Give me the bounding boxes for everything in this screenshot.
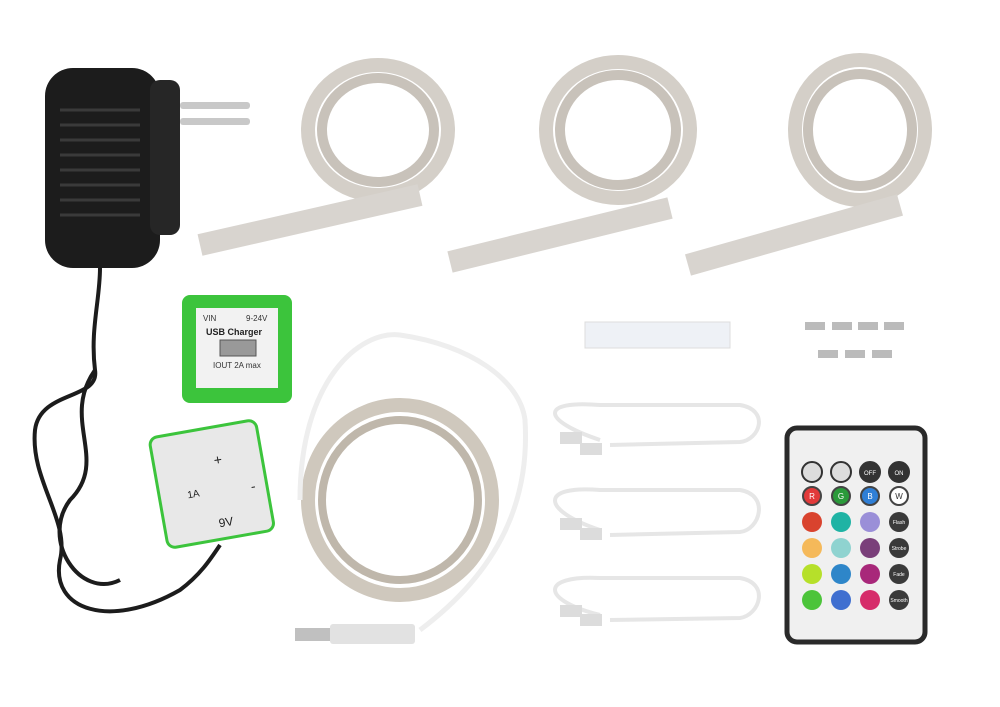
current-label: 1A	[187, 488, 201, 501]
remote-button-label: B	[867, 492, 872, 501]
remote-rgb-button[interactable]	[889, 486, 909, 506]
remote-color-button[interactable]	[831, 538, 851, 558]
remote-top-button[interactable]	[830, 461, 852, 483]
remote-button-label: G	[838, 492, 844, 501]
connector-cables	[553, 402, 761, 622]
usb-led-strip	[295, 332, 529, 644]
remote-color-button[interactable]	[860, 512, 880, 532]
remote-color-button[interactable]	[860, 564, 880, 584]
module-title: USB Charger	[206, 327, 263, 337]
output-label: IOUT 2A max	[213, 361, 261, 370]
voltage-label: 9V	[218, 514, 235, 530]
remote-button-label: W	[895, 492, 903, 501]
remote-color-button[interactable]	[831, 564, 851, 584]
remote-mode-button[interactable]	[889, 538, 909, 558]
voltage-range: 9-24V	[246, 314, 268, 323]
remote-mode-button[interactable]	[889, 564, 909, 584]
adhesive-tape	[584, 321, 731, 349]
battery-module: + - 1A 9V	[148, 419, 275, 549]
minus-label: -	[249, 478, 257, 495]
usb-plug	[330, 624, 415, 644]
remote-mode-button[interactable]	[889, 512, 909, 532]
remote-color-button[interactable]	[831, 590, 851, 610]
remote-color-button[interactable]	[802, 512, 822, 532]
remote-rgb-button[interactable]	[802, 486, 822, 506]
plug-pin	[180, 102, 250, 109]
remote-color-button[interactable]	[802, 564, 822, 584]
led-strip-3	[685, 53, 932, 276]
remote-color-button[interactable]	[860, 590, 880, 610]
usb-charger-module: VIN 9-24V USB Charger IOUT 2A max	[182, 295, 292, 403]
remote-button-label: Flash	[893, 520, 905, 526]
plug-pin	[180, 118, 250, 125]
remote-button-label: Fade	[893, 572, 905, 578]
remote-button-label: Smooth	[890, 598, 907, 604]
pin-headers	[805, 322, 904, 358]
remote-rgb-button[interactable]	[831, 486, 851, 506]
led-strip-1	[197, 58, 455, 256]
remote-top-button[interactable]	[859, 461, 881, 483]
remote-button-label: ON	[895, 471, 904, 477]
remote-mode-button[interactable]	[889, 590, 909, 610]
remote-color-button[interactable]	[802, 590, 822, 610]
power-adapter	[32, 68, 250, 614]
remote-color-button[interactable]	[860, 538, 880, 558]
remote-color-button[interactable]	[802, 538, 822, 558]
remote-top-button[interactable]	[888, 461, 910, 483]
remote-button-label: OFF	[864, 471, 876, 477]
remote-rgb-button[interactable]	[860, 486, 880, 506]
remote-color-button[interactable]	[831, 512, 851, 532]
led-strip-2	[447, 55, 697, 273]
remote-top-button[interactable]	[801, 461, 823, 483]
plus-label: +	[212, 451, 223, 468]
remote-button-label: R	[809, 492, 815, 501]
remote-button-label: Strobe	[892, 546, 907, 552]
power-cable	[32, 267, 222, 614]
vin-label: VIN	[203, 314, 217, 323]
usb-port	[219, 339, 257, 357]
